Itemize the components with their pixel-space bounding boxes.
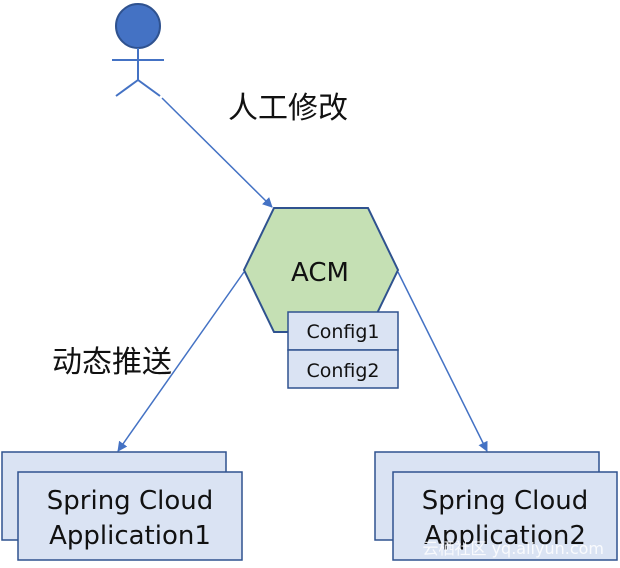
dynamic-push-label: 动态推送 bbox=[52, 345, 172, 380]
application-2-stack: Spring Cloud Application2 bbox=[374, 451, 618, 561]
config-label-1: Config1 bbox=[306, 321, 379, 343]
manual-edit-arrow bbox=[161, 97, 273, 208]
config-list: Config1 Config2 bbox=[287, 311, 399, 389]
actor-leg-left bbox=[115, 79, 139, 97]
watermark-text: 云栖社区 yq.aliyun.com bbox=[422, 539, 604, 558]
application-1-line2: Application1 bbox=[49, 521, 211, 551]
application-2-line1: Spring Cloud bbox=[422, 486, 588, 516]
push-arrow-left bbox=[117, 271, 245, 452]
application-1-line1: Spring Cloud bbox=[47, 486, 213, 516]
actor-head bbox=[115, 3, 161, 49]
actor-leg-right bbox=[137, 79, 161, 97]
config-box-2 bbox=[287, 349, 399, 389]
acm-label: ACM bbox=[291, 258, 349, 288]
user-actor-icon bbox=[112, 3, 164, 97]
config-label-2: Config2 bbox=[306, 360, 379, 382]
config-box-1 bbox=[287, 311, 399, 351]
push-arrow-right bbox=[397, 271, 488, 452]
application-2-line2: Application2 bbox=[424, 521, 586, 551]
application-1-box bbox=[17, 471, 243, 561]
manual-edit-label: 人工修改 bbox=[228, 91, 348, 126]
application-1-stack: Spring Cloud Application1 bbox=[1, 451, 243, 561]
application-2-box bbox=[392, 471, 618, 561]
